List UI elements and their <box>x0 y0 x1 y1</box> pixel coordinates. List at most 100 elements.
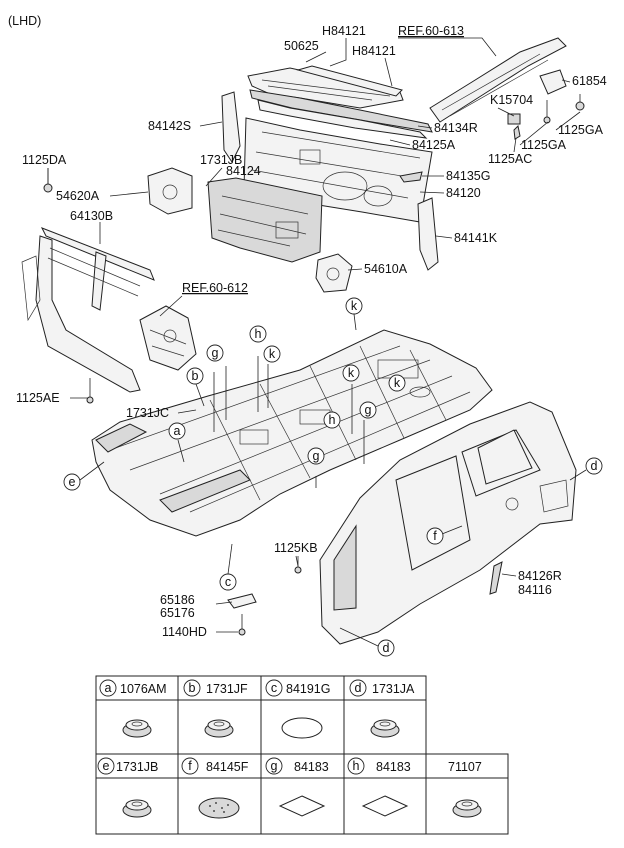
legend-cell-d: d 1731JA <box>349 679 415 697</box>
callout-labels: H84121 50625 H84121 REF.60-613 61854 K15… <box>16 24 607 639</box>
marker-k-3: k <box>342 364 360 382</box>
legend-cell-g: g 84183 <box>265 757 329 775</box>
svg-text:1731JA: 1731JA <box>372 682 415 696</box>
svg-text:k: k <box>351 299 358 313</box>
svg-text:d: d <box>591 459 598 473</box>
legend-cell-71107: 71107 <box>448 760 482 774</box>
svg-text:h: h <box>255 327 262 341</box>
legend-cell-c: c 84191G <box>265 679 330 697</box>
grommet-icon <box>204 719 234 738</box>
label-1125ac: 1125AC <box>488 152 532 166</box>
svg-text:b: b <box>192 369 199 383</box>
legend-cell-e: e 1731JB <box>97 757 158 775</box>
svg-text:k: k <box>348 366 355 380</box>
legend-cell-b: b 1731JF <box>183 679 248 697</box>
label-84126r: 84126R <box>518 569 562 583</box>
label-84135g: 84135G <box>446 169 490 183</box>
marker-k-2: k <box>263 345 281 363</box>
grommet-icon <box>370 719 400 738</box>
marker-g-1: g <box>206 344 224 362</box>
marker-d-bottom: d <box>339 627 395 657</box>
marker-k-4: k <box>388 374 406 392</box>
marker-h-1: h <box>249 325 267 343</box>
svg-text:e: e <box>69 475 76 489</box>
label-1125ga-b: 1125GA <box>521 138 567 152</box>
label-h84121-top: H84121 <box>322 24 366 38</box>
label-84124: 84124 <box>226 164 261 178</box>
label-1125kb: 1125KB <box>274 541 318 555</box>
label-h84121: H84121 <box>352 44 396 58</box>
svg-text:f: f <box>433 529 437 543</box>
dotted-pad-icon <box>198 797 240 819</box>
marker-k-1: k <box>345 297 363 331</box>
marker-f: f <box>426 525 463 545</box>
legend-cell-f: f 84145F <box>181 757 249 775</box>
grommet-icon <box>122 799 152 818</box>
svg-text:1731JF: 1731JF <box>206 682 248 696</box>
label-64130b: 64130B <box>70 209 113 223</box>
label-84120: 84120 <box>446 186 481 200</box>
svg-text:c: c <box>271 681 277 695</box>
marker-h-2: h <box>323 411 341 429</box>
svg-text:k: k <box>269 347 276 361</box>
label-65176: 65176 <box>160 606 195 620</box>
marker-d-right: d <box>569 457 603 481</box>
svg-text:84145F: 84145F <box>206 760 249 774</box>
label-65186: 65186 <box>160 593 195 607</box>
label-1731jc: 1731JC <box>126 406 169 420</box>
label-84125a: 84125A <box>412 138 456 152</box>
label-k15704: K15704 <box>490 93 533 107</box>
grommet-icon <box>452 799 482 818</box>
svg-text:a: a <box>105 681 112 695</box>
svg-text:g: g <box>365 403 372 417</box>
label-1140hd: 1140HD <box>162 625 207 639</box>
marker-g-3: g <box>307 447 325 465</box>
legend-cell-a: a 1076AM <box>99 679 167 697</box>
svg-text:e: e <box>103 759 110 773</box>
leader-lines <box>47 37 581 633</box>
svg-text:k: k <box>394 376 401 390</box>
label-ref-60-613: REF.60-613 <box>398 24 464 38</box>
svg-text:c: c <box>225 575 231 589</box>
label-50625: 50625 <box>284 39 319 53</box>
svg-text:a: a <box>174 424 181 438</box>
label-54610a: 54610A <box>364 262 408 276</box>
svg-text:b: b <box>189 681 196 695</box>
svg-text:1731JB: 1731JB <box>116 760 158 774</box>
label-84116: 84116 <box>518 583 552 597</box>
svg-text:1076AM: 1076AM <box>120 682 167 696</box>
front-end-module <box>21 168 155 404</box>
marker-g-2: g <box>359 401 377 419</box>
label-1125da: 1125DA <box>22 153 67 167</box>
svg-text:d: d <box>383 641 390 655</box>
marker-b: b <box>186 367 205 407</box>
svg-text:g: g <box>313 449 320 463</box>
square-pad-icon <box>278 795 326 817</box>
marker-a: a <box>168 422 186 463</box>
shock-tower <box>139 305 197 371</box>
svg-text:g: g <box>212 346 219 360</box>
svg-text:f: f <box>188 759 192 773</box>
label-84142s: 84142S <box>148 119 191 133</box>
label-ref-60-612: REF.60-612 <box>182 281 248 295</box>
cowl-panel-assembly <box>147 65 439 293</box>
oval-plug-icon <box>281 717 323 739</box>
side-body-panel <box>294 401 577 645</box>
marker-e: e <box>63 461 105 491</box>
label-54620a: 54620A <box>56 189 100 203</box>
svg-text:h: h <box>353 759 360 773</box>
svg-text:g: g <box>271 759 278 773</box>
legend-cell-h: h 84183 <box>347 757 411 775</box>
variant-label: (LHD) <box>8 14 41 28</box>
svg-text:84183: 84183 <box>294 760 329 774</box>
floor-bracket <box>227 593 257 636</box>
legend-table: a 1076AM b 1731JF c 84191G d 1731JA <box>95 675 509 835</box>
grommet-icon <box>122 719 152 738</box>
svg-text:84183: 84183 <box>376 760 411 774</box>
marker-c: c <box>219 543 237 591</box>
svg-text:84191G: 84191G <box>286 682 330 696</box>
label-61854: 61854 <box>572 74 607 88</box>
label-1731jb: 1731JB <box>200 153 242 167</box>
label-84134r: 84134R <box>434 121 478 135</box>
